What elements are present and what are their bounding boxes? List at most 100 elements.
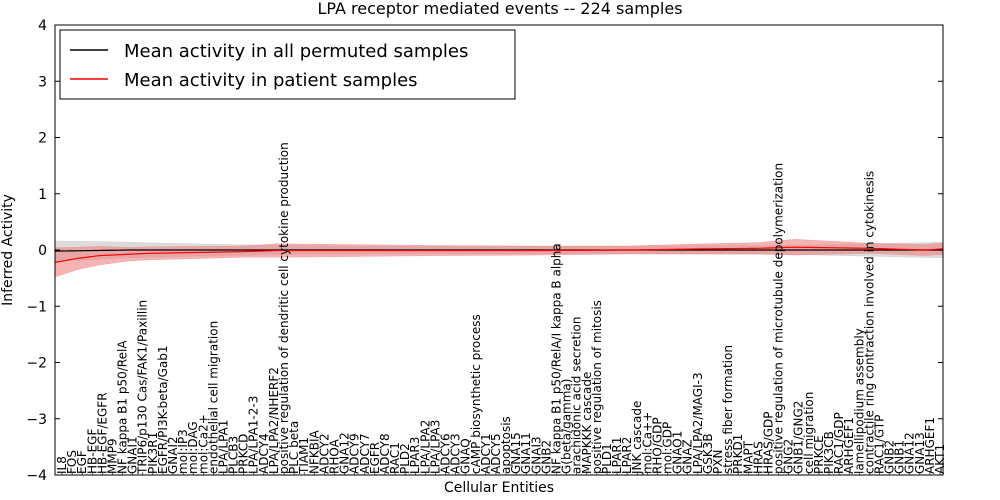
x-tick-label: GNB1 xyxy=(893,440,907,474)
legend: Mean activity in all permuted samples Me… xyxy=(59,29,516,100)
x-tick-label: mol:DAG xyxy=(186,421,200,474)
x-tick-label: mol:GDP xyxy=(661,422,675,474)
x-tick-label: TRIP6/p130 Cas/FAK1/Paxillin xyxy=(136,300,150,475)
x-tick-label: mol:IP3 xyxy=(176,429,190,474)
x-tick-label: EGF xyxy=(75,450,89,474)
x-tick-label: LPA/LPA2/NHERF2 xyxy=(267,367,281,474)
x-tick-label: GNA11 xyxy=(519,432,533,474)
x-tick-label: AKT1 xyxy=(933,444,947,474)
x-tick-label: GNAI1 xyxy=(126,436,140,474)
x-tick-label: positive regulation of mitosis xyxy=(590,300,604,474)
y-tick-label: 0 xyxy=(38,243,47,259)
y-tick-label: −1 xyxy=(26,299,47,315)
x-tick-label: ADCY5 xyxy=(489,433,503,474)
y-tick-label: −3 xyxy=(26,412,47,428)
x-tick-label: ARHGEF1 xyxy=(842,417,856,474)
x-tick-label: positive regulation of dendritic cell cy… xyxy=(277,142,291,474)
x-tick-label: JNK cascade xyxy=(630,401,644,475)
patient-mean-line xyxy=(54,246,944,263)
x-axis-label: Cellular Entities xyxy=(444,480,554,496)
x-tick-label: NF kappa B1 p50/RelA xyxy=(116,340,130,474)
x-tick-label: RAC1/GDP xyxy=(832,412,846,474)
bands-layer xyxy=(54,239,944,278)
x-tick-label: RHOA xyxy=(328,438,342,474)
x-tick-label: PLD1 xyxy=(600,443,614,474)
x-tick-label: ADCY9 xyxy=(348,433,362,474)
x-tick-label: NFKBIA xyxy=(307,429,321,474)
x-tick-label: GNA13 xyxy=(913,432,927,474)
x-tick-label: MAPT xyxy=(741,440,755,474)
x-tick-label: EGFR/PI3K-beta/Gab1 xyxy=(156,345,170,474)
x-tick-label: ADCY7 xyxy=(358,433,372,474)
x-tick-label: LPA/LPA2 xyxy=(418,420,432,474)
x-tick-label: stress fiber formation xyxy=(721,345,735,474)
legend-box xyxy=(59,29,516,100)
x-tick-label: lamellipodium assembly xyxy=(852,328,866,474)
x-tick-label: G(beta/gamma) xyxy=(560,379,574,474)
x-tick-label: LPA/LPA1-2-3 xyxy=(247,396,261,474)
x-tick-label: NF kappa B1 p50/RelA/I kappa B alpha xyxy=(550,243,564,474)
y-tick-label: 4 xyxy=(38,18,47,34)
x-tick-label: FOS xyxy=(65,450,79,474)
x-tick-label: PIK3CB xyxy=(822,431,836,474)
x-tick-label: PRKCE xyxy=(812,435,826,474)
x-tick-label: ADCY2 xyxy=(317,433,331,474)
y-tick-label: 3 xyxy=(38,74,47,90)
x-tick-label: ARHGEF1 xyxy=(923,417,937,474)
legend-label-patient: Mean activity in patient samples xyxy=(124,70,418,91)
x-tick-label: LPAR3 xyxy=(408,437,422,474)
chart-title: LPA receptor mediated events -- 224 samp… xyxy=(317,0,682,18)
x-tick-label: RHO/GDP xyxy=(650,417,664,474)
x-tick-label: GNAZ xyxy=(681,439,695,474)
x-tick-label: LPA/LPA2/MAGI-3 xyxy=(691,372,705,474)
x-tick-label: GNAI2 xyxy=(166,436,180,474)
x-tick-label: PLD2 xyxy=(398,443,412,474)
x-tick-label: LPAR2 xyxy=(620,437,634,474)
x-tick-label: PRKD1 xyxy=(731,434,745,474)
x-tick-label: cell migration xyxy=(802,392,816,474)
x-tick-label: GNAO1 xyxy=(671,431,685,474)
x-tick-label: TIAM1 xyxy=(297,437,311,475)
x-tick-label: PLCB3 xyxy=(227,436,241,474)
x-tick-label: endothelial cell migration xyxy=(206,321,220,474)
x-tick-label: LPAR1 xyxy=(610,437,624,474)
y-tick-label: −4 xyxy=(26,468,47,484)
x-tick-label: LPA/LPA1 xyxy=(217,420,231,474)
y-axis-label: Inferred Activity xyxy=(0,194,16,306)
x-tick-label: GNA12 xyxy=(903,432,917,474)
x-tick-label: GNAQ xyxy=(459,438,473,474)
x-tick-label: LPA/LPA3 xyxy=(428,420,442,474)
x-tick-label: PXN xyxy=(711,450,725,474)
x-tick-label: EGFR xyxy=(368,442,382,474)
x-tick-label: ADCY4 xyxy=(257,433,271,474)
x-tick-label: arachidonic acid secretion xyxy=(570,317,584,474)
x-tick-label: ADCY8 xyxy=(378,433,392,474)
x-tick-label: PLC beta xyxy=(287,421,301,474)
x-tick-label: apoptosis xyxy=(499,416,513,474)
x-tick-label: PIK3R1 xyxy=(146,432,160,474)
x-tick-label: positive regulation of microtubule depol… xyxy=(772,163,786,474)
legend-label-permuted: Mean activity in all permuted samples xyxy=(124,41,468,62)
x-tick-label: GNAI3 xyxy=(529,436,543,474)
x-tick-label: GNG2 xyxy=(782,439,796,474)
x-tick-label: IL8 xyxy=(55,456,69,474)
x-tick-label: ADCY3 xyxy=(449,433,463,474)
x-tick-label: GNB2 xyxy=(539,440,553,474)
x-tick-label: ADCY6 xyxy=(439,433,453,474)
x-tick-label: GNA12 xyxy=(338,432,352,474)
y-tick-label: 1 xyxy=(38,187,47,203)
x-tick-label: HB-EGF/EGFR xyxy=(95,392,109,474)
x-tick-label: GNB2 xyxy=(883,440,897,474)
x-tick-label: RAC1/GTP xyxy=(872,415,886,474)
y-tick-label: 2 xyxy=(38,131,47,147)
x-tick-label: RAC1 xyxy=(388,442,402,474)
lines-layer xyxy=(54,246,944,263)
x-tick-label: mol:Ca2+ xyxy=(196,414,210,474)
x-tick-label: contractile ring contraction involved in… xyxy=(862,171,876,474)
x-tick-label: mol:Ca++ xyxy=(640,412,654,474)
x-tick-label: HRAS xyxy=(751,441,765,474)
x-tick-label: HB-EGF xyxy=(85,429,99,474)
